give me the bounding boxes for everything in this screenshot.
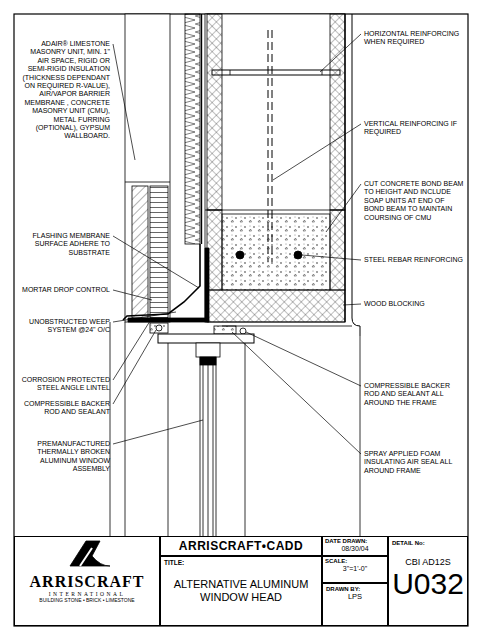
title-block-text: CBI AD12S [392, 557, 464, 567]
title-block-text: LPS [326, 593, 384, 602]
gypsum-wallboard [345, 14, 360, 336]
leader-line [113, 44, 135, 160]
callout-note: COMPRESSIBLE BACKER ROD AND SEALANT [20, 400, 110, 417]
leader-line [273, 124, 361, 180]
title-block-text: DATE DRAWN: [325, 538, 385, 545]
title-block-text: ARRISCRAFT [17, 573, 157, 591]
callout-note: WOOD BLOCKING [364, 300, 464, 308]
title-block-cell: DRAWN BY:LPS [322, 583, 388, 626]
leader-line [113, 236, 199, 288]
title-block-cell: TITLE: ALTERNATIVE ALUMINUM WINDOW HEAD [160, 556, 322, 626]
callout-note: STEEL REBAR REINFORCING [364, 256, 464, 264]
leader-line [113, 330, 156, 404]
sheet-border [14, 14, 468, 626]
leader-line [320, 34, 361, 72]
title-block-text: 08/30/04 [325, 545, 385, 553]
bond-beam [222, 214, 330, 290]
title-block-text: SCALE: [325, 558, 385, 565]
callout-note: UNOBSTRUCTED WEEP SYSTEM @24" O/C [20, 318, 110, 335]
logo-cell: ARRISCRAFTINTERNATIONALBUILDING STONE • … [14, 536, 160, 626]
wood-blocking [207, 290, 345, 322]
leader-line [302, 255, 361, 260]
leader-line [113, 290, 152, 300]
leader-line [113, 420, 203, 444]
logo-mark [70, 541, 110, 566]
rebar [236, 251, 244, 259]
title-block-cell: ARRISCRAFT•CADD [160, 536, 322, 556]
cmu-face-shell [207, 14, 222, 210]
rebar [294, 251, 302, 259]
cmu-face-shell [330, 14, 345, 210]
callout-note: ADAIR® LIMESTONE MASONRY UNIT, MIN. 1" A… [20, 40, 110, 141]
callout-note: FLASHING MEMBRANE SURFACE ADHERE TO SUBS… [20, 232, 110, 257]
title-block-text: U032 [392, 567, 464, 602]
callout-note: VERTICAL REINFORCING IF REQUIRED [364, 120, 464, 137]
title-block-cell: SCALE:3"=1'-0" [322, 556, 388, 583]
limestone-unit [125, 14, 170, 322]
callout-note: HORIZONTAL REINFORCING WHEN REQUIRED [364, 30, 464, 47]
leader-line [113, 312, 176, 322]
title-block-text: 3"=1'-0" [325, 565, 385, 573]
title-block-text: DETAIL No: [392, 540, 464, 547]
title-block-text: ARRISCRAFT•CADD [163, 540, 319, 554]
callout-note: SPRAY APPLIED FOAM INSULATING AIR SEAL A… [364, 450, 464, 475]
title-block-cell: DETAIL No: CBI AD12SU032 [388, 536, 468, 626]
title-block-text: DRAWN BY: [326, 586, 384, 593]
steel-angle-lintel [128, 248, 209, 322]
leader-line [232, 332, 361, 454]
title-block-text: ALTERNATIVE ALUMINUM WINDOW HEAD [164, 578, 318, 603]
title-block-text: TITLE: [164, 559, 318, 566]
title-block-cell: DATE DRAWN:08/30/04 [322, 536, 388, 556]
rigid-insulation [185, 14, 200, 244]
leader-line [326, 184, 361, 232]
callout-note: CORROSION PROTECTED STEEL ANGLE LINTEL [20, 376, 110, 393]
leader-line [246, 332, 361, 386]
callout-note: MORTAR DROP CONTROL [20, 286, 110, 294]
horizontal-reinforcing [212, 70, 340, 75]
title-block-text: BUILDING STONE • BRICK • LIMESTONE [17, 598, 157, 604]
callout-note: CUT CONCRETE BOND BEAM TO HEIGHT AND INC… [364, 180, 464, 222]
callout-note: COMPRESSIBLE BACKER ROD AND SEALANT ALL … [364, 382, 464, 407]
mortar-drop-mesh [150, 186, 168, 318]
leader-line [343, 304, 361, 305]
cmu-wall [205, 14, 345, 322]
window-head-frame [158, 334, 254, 343]
callout-note: PREMANUFACTURED THERMALLY BROKEN ALUMINU… [20, 440, 110, 474]
